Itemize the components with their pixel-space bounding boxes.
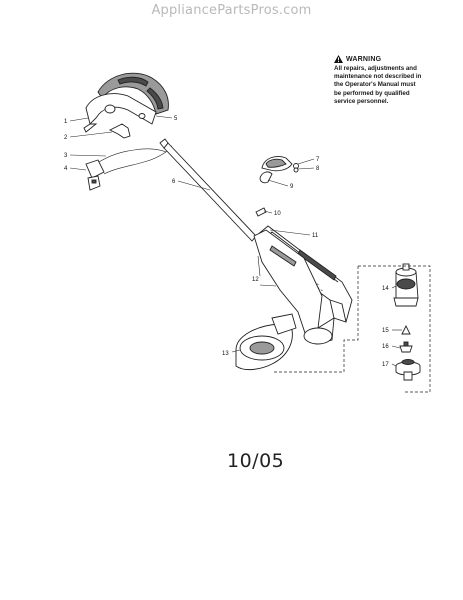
callout-2: 2 <box>64 135 68 141</box>
warning-line: be performed by qualified <box>334 89 410 97</box>
trigger-switch <box>108 123 131 139</box>
callout-11: 11 <box>312 233 319 239</box>
lower-housing <box>253 229 335 345</box>
assembly-dashed-outline <box>274 265 431 393</box>
callout-13: 13 <box>222 351 229 357</box>
cord-plug <box>85 159 105 191</box>
warning-line: All repairs, adjustments and <box>334 65 417 72</box>
warning-header: WARNING <box>334 55 452 63</box>
spool-fastener <box>401 324 411 335</box>
handle-housing <box>83 93 157 133</box>
callout-17: 17 <box>382 362 389 368</box>
callout-10: 10 <box>274 211 281 217</box>
warning-text: All repairs, adjustments and maintenance… <box>334 65 452 106</box>
callout-labels: 1 2 3 4 5 6 7 8 9 10 11 12 13 14 15 16 1… <box>64 116 389 368</box>
callout-9: 9 <box>290 184 294 190</box>
callout-14: 14 <box>382 286 389 292</box>
warning-triangle-icon <box>334 55 343 63</box>
grass-guard <box>235 313 297 371</box>
callout-6: 6 <box>172 179 176 185</box>
callout-16: 16 <box>382 344 389 350</box>
warning-line: maintenance not described in <box>334 73 422 81</box>
callout-1: 1 <box>64 119 68 125</box>
callout-7: 7 <box>316 157 320 163</box>
callout-8: 8 <box>316 166 320 172</box>
electric-motor <box>393 263 419 307</box>
assist-handle <box>259 156 299 184</box>
leader-lines <box>69 115 402 367</box>
warning-notice: WARNING All repairs, adjustments and mai… <box>334 55 452 106</box>
callout-15: 15 <box>382 328 389 334</box>
site-watermark: AppliancePartsPros.com <box>151 3 312 18</box>
warning-title: WARNING <box>346 55 382 63</box>
line-spool <box>395 359 421 381</box>
callout-12: 12 <box>252 277 259 283</box>
callout-5: 5 <box>174 116 178 122</box>
upper-handle-top <box>97 72 169 115</box>
warning-line: service personnel. <box>334 97 389 105</box>
callout-4: 4 <box>64 166 68 172</box>
revision-date: 10/05 <box>227 450 285 472</box>
warning-line: the Operator's Manual must <box>334 81 416 89</box>
callout-3: 3 <box>64 153 68 159</box>
shaft-screw <box>255 207 267 217</box>
spool-washer <box>399 341 413 353</box>
trimmer-shaft <box>159 138 257 242</box>
